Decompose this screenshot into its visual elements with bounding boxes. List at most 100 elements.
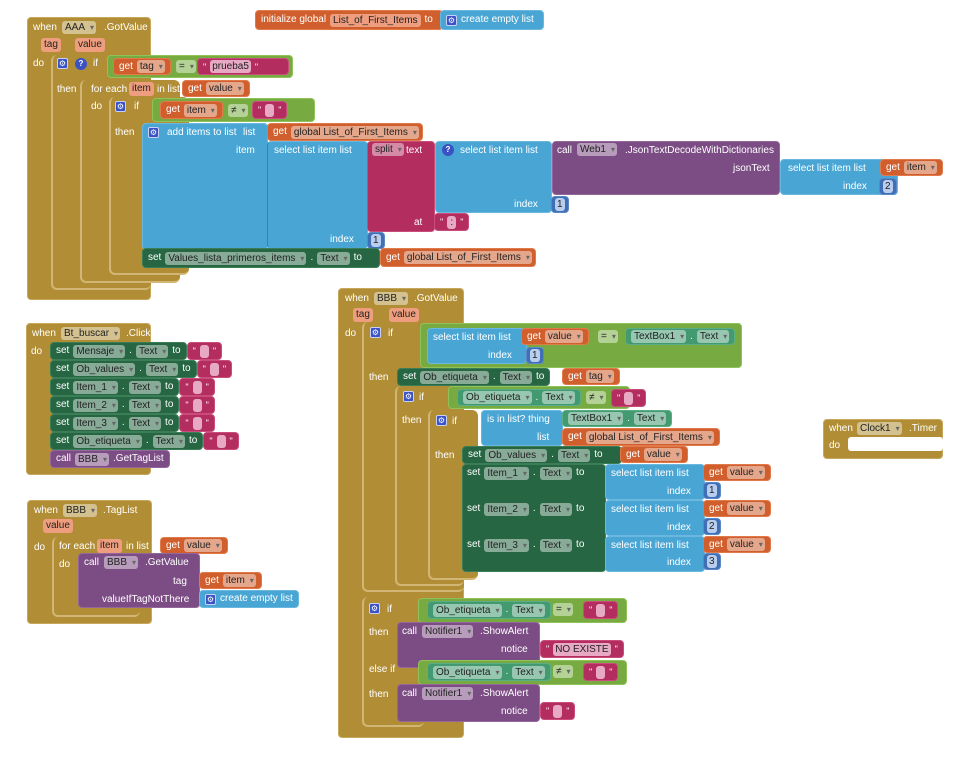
empty-text-literal[interactable]: "" <box>179 396 215 414</box>
var-dropdown[interactable]: item <box>222 574 256 587</box>
number-value[interactable]: 1 <box>707 484 717 497</box>
component-dropdown[interactable]: Notifier1 <box>422 625 474 638</box>
operator-dropdown[interactable]: ≠ <box>586 391 606 404</box>
text-value[interactable] <box>192 398 202 412</box>
number-block[interactable]: 2 <box>879 178 897 195</box>
text-value[interactable] <box>192 380 202 394</box>
operator-dropdown[interactable]: = <box>176 60 196 73</box>
component-dropdown[interactable]: BBB <box>104 556 139 569</box>
component-dropdown[interactable]: Item_2 <box>484 502 529 516</box>
text-value[interactable] <box>596 603 606 617</box>
text-value[interactable] <box>199 344 209 358</box>
property-dropdown[interactable]: Text <box>539 538 573 552</box>
property-dropdown[interactable]: Text <box>539 466 573 480</box>
empty-text-literal[interactable]: "" <box>611 389 647 407</box>
question-icon[interactable]: ? <box>75 58 87 70</box>
property-dropdown[interactable]: Text <box>557 448 591 462</box>
gear-icon[interactable]: ⚙ <box>205 593 216 605</box>
property-dropdown[interactable]: Text <box>512 603 545 617</box>
operator-dropdown[interactable]: = <box>553 603 573 616</box>
select-list-item-block[interactable] <box>435 141 552 213</box>
operator-dropdown[interactable]: ≠ <box>228 104 248 117</box>
var-dropdown[interactable]: value <box>726 538 765 551</box>
property-dropdown[interactable]: Text <box>696 330 730 343</box>
select-list-item-block[interactable] <box>267 141 368 249</box>
property-dropdown[interactable]: Text <box>542 391 575 404</box>
property-dropdown[interactable]: Text <box>512 665 545 679</box>
empty-text-literal[interactable]: "" <box>203 432 239 450</box>
property-dropdown[interactable]: Text <box>499 370 532 384</box>
component-dropdown[interactable]: BBB <box>374 292 409 305</box>
split-dropdown[interactable]: split <box>372 143 404 156</box>
var-dropdown[interactable]: value <box>205 82 244 95</box>
number-value[interactable]: 1 <box>555 198 565 211</box>
var-dropdown[interactable]: value <box>643 448 682 461</box>
select-list-item-block[interactable] <box>427 328 527 364</box>
gear-icon[interactable]: ⚙ <box>403 391 414 402</box>
component-dropdown[interactable]: Item_1 <box>73 380 118 394</box>
property-dropdown[interactable]: Text <box>152 434 185 448</box>
var-dropdown[interactable]: tag <box>585 370 614 383</box>
component-dropdown[interactable]: Item_1 <box>484 466 529 480</box>
component-dropdown[interactable]: Mensaje <box>73 344 126 358</box>
param-value[interactable]: value <box>43 519 73 533</box>
component-dropdown[interactable]: AAA <box>62 21 97 34</box>
param-value[interactable]: value <box>75 38 105 52</box>
gear-icon[interactable]: ⚙ <box>446 14 457 26</box>
operator-dropdown[interactable]: = <box>598 330 618 343</box>
param-value[interactable]: value <box>389 308 419 322</box>
property-dropdown[interactable]: Text <box>317 251 350 265</box>
gear-icon[interactable]: ⚙ <box>369 603 380 614</box>
var-dropdown[interactable]: value <box>544 330 583 343</box>
text-value[interactable] <box>209 362 219 376</box>
question-icon[interactable]: ? <box>442 144 454 156</box>
text-value[interactable] <box>216 434 226 448</box>
select-list-item-block[interactable] <box>605 464 705 500</box>
gear-icon[interactable]: ⚙ <box>370 327 381 338</box>
component-dropdown[interactable]: Values_lista_primeros_items <box>165 251 307 265</box>
component-dropdown[interactable]: Ob_values <box>73 362 136 376</box>
component-dropdown[interactable]: Ob_etiqueta <box>433 665 502 679</box>
var-dropdown[interactable]: value <box>726 502 765 515</box>
operator-dropdown[interactable]: ≠ <box>553 665 573 678</box>
initialize-global-block[interactable]: initialize global List_of_First_Items to <box>255 10 443 30</box>
component-dropdown[interactable]: Item_3 <box>484 538 529 552</box>
empty-do-slot[interactable] <box>848 437 943 451</box>
var-dropdown[interactable]: item <box>183 103 217 117</box>
text-value[interactable]: NO EXISTE <box>553 642 611 656</box>
create-empty-list-block[interactable]: ⚙ create empty list <box>440 10 544 30</box>
number-block[interactable]: 3 <box>703 553 721 570</box>
property-dropdown[interactable]: Text <box>128 398 162 412</box>
number-value[interactable]: 2 <box>707 520 717 533</box>
text-value[interactable] <box>624 391 634 405</box>
number-block[interactable]: 1 <box>367 232 385 249</box>
component-dropdown[interactable]: TextBox1 <box>631 330 687 343</box>
split-block[interactable] <box>367 141 435 232</box>
